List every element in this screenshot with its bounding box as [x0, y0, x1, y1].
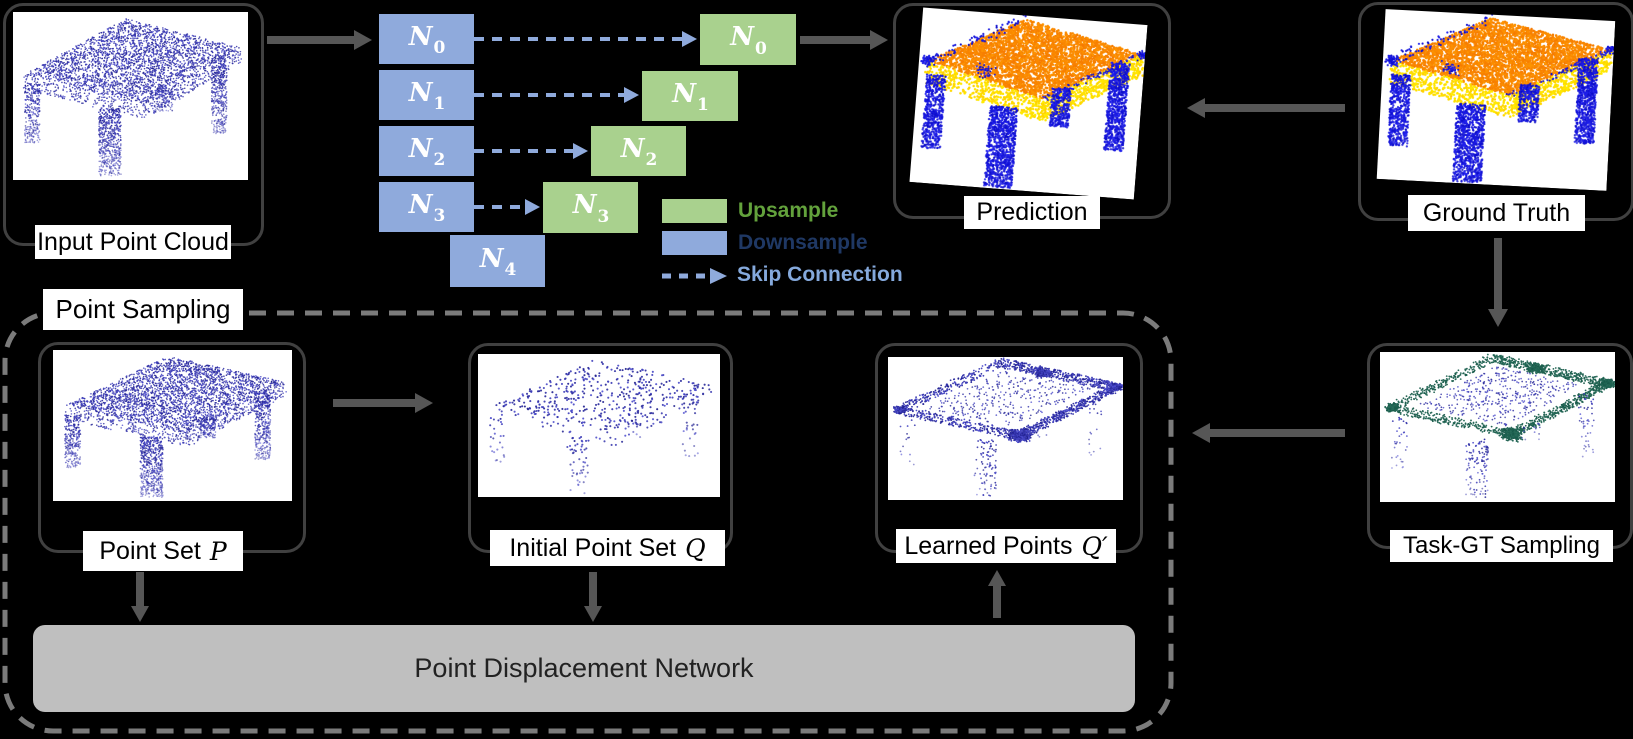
decoder-box-n0: N0	[700, 14, 796, 65]
learned-points-panel: Learned Points Q′	[875, 343, 1143, 563]
ground-truth-label: Ground Truth	[1408, 195, 1585, 231]
skip-connection-2	[474, 143, 588, 159]
input-point-cloud-label: Input Point Cloud	[35, 225, 231, 259]
legend-item-downsample: Downsample	[662, 231, 868, 255]
arrow-taskgt-to-learned	[1192, 423, 1345, 443]
point-set-p-symbol: P	[209, 536, 227, 566]
point-set-p-panel: Point Set P	[38, 342, 306, 571]
decoder-box-n2-label: N2	[620, 133, 658, 171]
initial-point-set-q-label: Initial Point Set Q	[490, 530, 725, 566]
encoder-box-n3: N3	[379, 182, 474, 232]
skip-connection-0	[474, 31, 697, 47]
point-set-p-label: Point Set P	[83, 531, 243, 571]
legend-item-skip: Skip Connection	[737, 263, 903, 287]
prediction-label: Prediction	[964, 196, 1100, 229]
decoder-box-n1-label: N1	[672, 78, 709, 116]
decoder-box-n1: N1	[642, 71, 738, 121]
flow-arrows	[131, 30, 1508, 622]
upsample-swatch	[662, 199, 727, 223]
task-gt-image	[1380, 352, 1615, 502]
encoder-box-n3-label: N3	[408, 189, 446, 227]
encoder-box-n2-label: N2	[408, 133, 446, 171]
prediction-panel: Prediction	[893, 3, 1171, 229]
arrow-pointset-to-initial	[333, 393, 433, 413]
decoder-box-n3: N3	[543, 182, 638, 233]
point-sampling-label: Point Sampling	[43, 289, 243, 330]
encoder-box-n0: N0	[379, 14, 474, 64]
arrow-bar-to-learned	[988, 570, 1006, 618]
point-displacement-network-bar: Point Displacement Network	[33, 625, 1135, 712]
learned-points-image	[888, 357, 1123, 500]
encoder-box-n0-label: N0	[408, 21, 446, 59]
decoder-box-n3-label: N3	[572, 190, 610, 227]
initial-point-set-q-symbol: Q	[685, 533, 706, 563]
point-set-p-image	[53, 350, 292, 501]
skip-connection-3	[474, 199, 540, 215]
prediction-image	[909, 7, 1148, 200]
arrow-input-to-encoder	[267, 30, 372, 50]
input-point-cloud-panel: Input Point Cloud	[3, 3, 264, 259]
arrow-pointsetp-to-bar	[131, 572, 149, 622]
encoder-box-n4: N4	[450, 235, 545, 287]
skip-connection-label: Skip Connection	[737, 263, 903, 286]
task-gt-panel: Task-GT Sampling	[1367, 343, 1633, 562]
input-point-cloud-image	[13, 12, 248, 180]
initial-point-set-q-panel: Initial Point Set Q	[468, 343, 733, 566]
ground-truth-image	[1376, 9, 1616, 191]
upsample-label: Upsample	[738, 199, 839, 222]
arrow-groundtruth-to-taskgt	[1488, 238, 1508, 327]
initial-point-set-q-image	[478, 354, 720, 497]
encoder-box-n2: N2	[379, 126, 474, 176]
skip-connection-1	[474, 87, 639, 103]
arrow-groundtruth-to-prediction	[1187, 98, 1345, 118]
arrow-decoder-to-prediction	[800, 30, 888, 50]
learned-points-symbol: Q′	[1081, 531, 1108, 561]
encoder-box-n1: N1	[379, 70, 474, 120]
downsample-swatch	[662, 231, 727, 255]
learned-points-label: Learned Points Q′	[896, 529, 1116, 563]
encoder-box-n1-label: N1	[408, 77, 446, 115]
downsample-label: Downsample	[738, 231, 868, 254]
decoder-box-n2: N2	[591, 126, 686, 176]
decoder-box-n0-label: N0	[730, 22, 767, 59]
encoder-box-n4-label: N4	[479, 243, 517, 281]
legend-skip-arrow-sample	[662, 268, 727, 284]
ground-truth-panel: Ground Truth	[1358, 2, 1633, 231]
legend-item-upsample: Upsample	[662, 199, 838, 223]
task-gt-label: Task-GT Sampling	[1390, 530, 1613, 562]
arrow-initialq-to-bar	[584, 572, 602, 622]
